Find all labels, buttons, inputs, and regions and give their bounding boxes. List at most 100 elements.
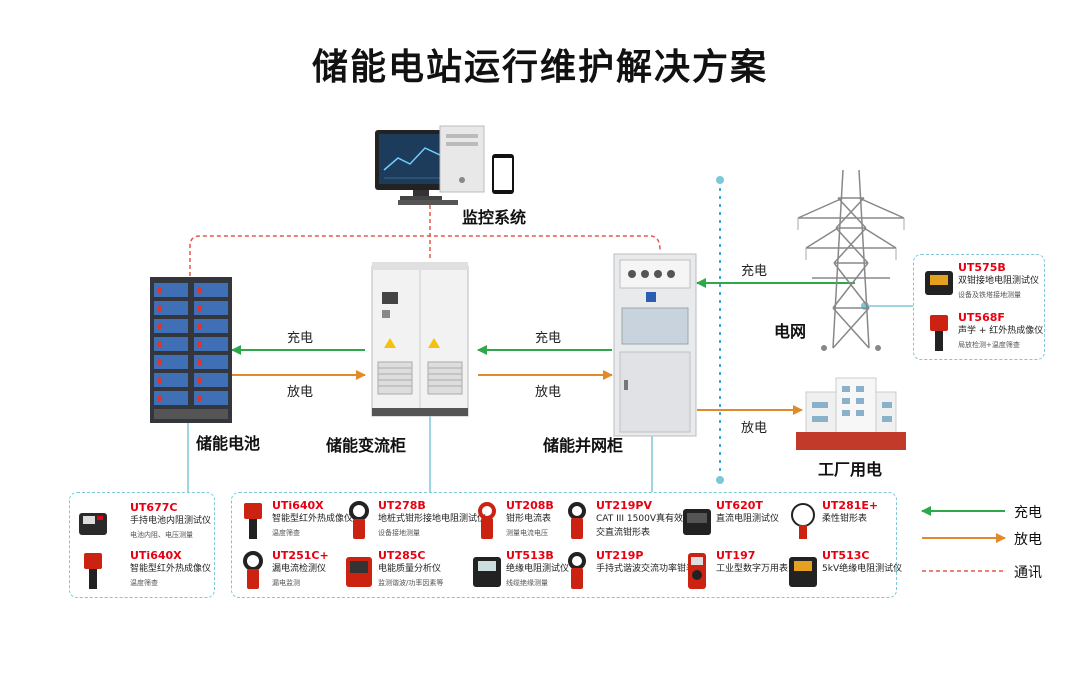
instrument-desc: 温度筛查 <box>272 529 300 537</box>
instrument-item[interactable]: UT251C+ 漏电流检测仪 漏电监测 <box>238 549 398 593</box>
instrument-code: UT513C <box>822 549 870 562</box>
instrument-item[interactable]: UT281E+ 柔性钳形表 <box>788 499 948 543</box>
factory-building-icon <box>796 377 906 450</box>
instrument-desc: 设备及铁塔接地测量 <box>958 291 1021 299</box>
instrument-code: UTi640X <box>130 549 182 562</box>
instrument-code: UT281E+ <box>822 499 879 512</box>
instrument-name-line2: 交直流钳形表 <box>596 528 651 538</box>
legend-discharge-label: 放电 <box>1014 532 1042 548</box>
comm-line <box>189 235 661 276</box>
clamp-meter-icon <box>568 552 586 589</box>
discharge-label-grid-cabinet: 放电 <box>535 385 562 400</box>
instrument-name: CAT III 1500V真有效值 <box>596 514 692 524</box>
instrument-desc: 温度筛查 <box>130 579 158 587</box>
earth-tester-icon <box>925 271 953 295</box>
instrument-desc: 设备接地测量 <box>378 529 420 537</box>
charge-label-battery: 充电 <box>287 331 314 346</box>
clamp-meter-icon <box>568 502 586 539</box>
instrument-code: UTi640X <box>272 499 324 512</box>
instrument-code: UT677C <box>130 501 178 514</box>
battery-label: 储能电池 <box>196 434 261 453</box>
instrument-desc: 漏电监测 <box>272 579 300 587</box>
clamp-meter-icon <box>478 502 496 539</box>
converter-cabinet-icon <box>371 262 469 417</box>
instrument-item[interactable]: UT219PV CAT III 1500V真有效值 交直流钳形表 <box>562 499 722 543</box>
instrument-item[interactable]: UT513C 5kV绝缘电阻测试仪 <box>788 549 948 593</box>
battery-rack-icon <box>150 277 232 423</box>
battery-instrument-panel: UT677C 手持电池内阻测试仪 电池内阻、电压测量 UTi640X 智能型红外… <box>69 492 215 598</box>
instrument-code: UT278B <box>378 499 426 512</box>
instrument-item[interactable]: UT620T 直流电阻测试仪 <box>682 499 842 543</box>
instrument-item[interactable]: UT575B 双钳接地电阻测试仪 设备及铁塔接地测量 <box>924 261 1080 305</box>
resistance-tester-icon <box>683 509 711 535</box>
instrument-code: UT575B <box>958 261 1006 274</box>
instrument-code: UT568F <box>958 311 1005 324</box>
instrument-name: 地桩式钳形接地电阻测试仪 <box>378 514 487 524</box>
monitor-computer-icon <box>375 125 514 205</box>
grid-instrument-panel: UT575B 双钳接地电阻测试仪 设备及铁塔接地测量 UT568F 声学 + 红… <box>913 254 1045 360</box>
instrument-item[interactable]: UTi640X 智能型红外热成像仪 温度筛查 <box>238 499 398 543</box>
instrument-desc: 线缆绝缘测量 <box>506 579 548 587</box>
instrument-item[interactable]: UT197 工业型数字万用表 <box>682 549 842 593</box>
instrument-code: UT219PV <box>596 499 652 512</box>
thermal-imager-icon <box>84 553 102 589</box>
instrument-name: 智能型红外热成像仪 <box>272 514 354 524</box>
legend-charge-label: 充电 <box>1014 505 1042 521</box>
page-title: 储能电站运行维护解决方案 <box>311 47 768 88</box>
instrument-name: 漏电流检测仪 <box>272 564 327 574</box>
clamp-meter-icon <box>349 501 369 539</box>
instrument-name: 绝缘电阻测试仪 <box>506 564 570 574</box>
instrument-name: 电能质量分析仪 <box>378 564 442 574</box>
instrument-name: 工业型数字万用表 <box>716 564 789 574</box>
instrument-item[interactable]: UT278B 地桩式钳形接地电阻测试仪 设备接地测量 <box>344 499 504 543</box>
instrument-code: UT208B <box>506 499 554 512</box>
instrument-item[interactable]: UT677C 手持电池内阻测试仪 电池内阻、电压测量 <box>78 501 238 545</box>
thermal-imager-icon <box>244 503 262 539</box>
instrument-name: 柔性钳形表 <box>822 514 868 524</box>
clamp-meter-icon <box>243 551 263 589</box>
instrument-code: UT620T <box>716 499 763 512</box>
factory-label: 工厂用电 <box>818 460 883 479</box>
instrument-name: 手持式谐波交流功率钳表 <box>596 564 696 574</box>
instrument-item[interactable]: UT513B 绝缘电阻测试仪 线缆绝缘测量 <box>472 549 632 593</box>
insulation-tester-icon <box>473 557 501 587</box>
insulation-tester-icon <box>789 557 817 587</box>
instrument-desc: 测量电流电压 <box>506 529 548 537</box>
main-instrument-panel: UTi640X 智能型红外热成像仪 温度筛查 UT278B 地桩式钳形接地电阻测… <box>231 492 902 598</box>
charge-label-grid: 充电 <box>741 264 768 279</box>
multimeter-icon <box>688 553 706 589</box>
instrument-desc: 监测谐波/功率因素等 <box>378 579 444 587</box>
monitor-system-label: 监控系统 <box>462 208 527 227</box>
legend-comm-label: 通讯 <box>1014 565 1042 581</box>
instrument-code: UT513B <box>506 549 554 562</box>
instrument-name: 声学 + 红外热成像仪 <box>958 326 1044 336</box>
instrument-item[interactable]: UT208B 钳形电流表 测量电流电压 <box>472 499 632 543</box>
grid-cabinet-icon <box>613 253 697 437</box>
instrument-item[interactable]: UT285C 电能质量分析仪 监测谐波/功率因素等 <box>344 549 504 593</box>
instrument-desc: 局放检测+温度筛查 <box>958 341 1020 349</box>
instrument-name: 钳形电流表 <box>506 514 552 524</box>
converter-label: 储能变流柜 <box>326 436 407 455</box>
instrument-name: 智能型红外热成像仪 <box>130 564 212 574</box>
charge-label-converter: 充电 <box>535 331 562 346</box>
instrument-desc: 电池内阻、电压测量 <box>130 531 193 539</box>
instrument-code: UT219P <box>596 549 644 562</box>
battery-tester-icon <box>79 513 107 535</box>
discharge-label-converter: 放电 <box>287 385 314 400</box>
instrument-item[interactable]: UT219P 手持式谐波交流功率钳表 <box>562 549 722 593</box>
instrument-item[interactable]: UT568F 声学 + 红外热成像仪 局放检测+温度筛查 <box>924 311 1080 355</box>
instrument-item[interactable]: UTi640X 智能型红外热成像仪 温度筛查 <box>78 549 238 593</box>
grid-cabinet-label: 储能并网柜 <box>543 436 624 455</box>
instrument-name: 双钳接地电阻测试仪 <box>958 276 1040 286</box>
discharge-label-factory: 放电 <box>741 421 768 436</box>
grid-label: 电网 <box>774 322 807 341</box>
thermal-imager-icon <box>930 315 948 351</box>
instrument-code: UT251C+ <box>272 549 329 562</box>
instrument-code: UT197 <box>716 549 756 562</box>
transmission-tower-icon <box>797 169 905 351</box>
instrument-name: 5kV绝缘电阻测试仪 <box>822 564 903 574</box>
instrument-name: 直流电阻测试仪 <box>716 514 780 524</box>
power-analyzer-icon <box>346 557 372 587</box>
instrument-name: 手持电池内阻测试仪 <box>130 516 212 526</box>
